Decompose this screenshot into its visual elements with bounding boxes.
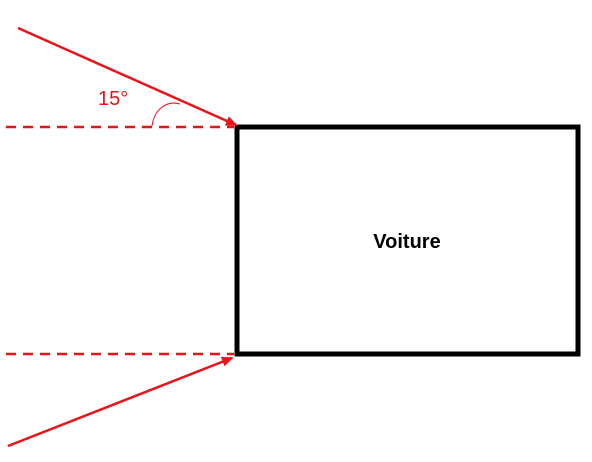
car-label: Voiture: [373, 231, 440, 253]
bottom-incoming-arrow: [7, 356, 234, 448]
angle-label: 15°: [98, 88, 128, 110]
top-incoming-arrow: [17, 26, 238, 127]
angle-arc: [151, 102, 181, 127]
car-box: [234, 124, 581, 357]
